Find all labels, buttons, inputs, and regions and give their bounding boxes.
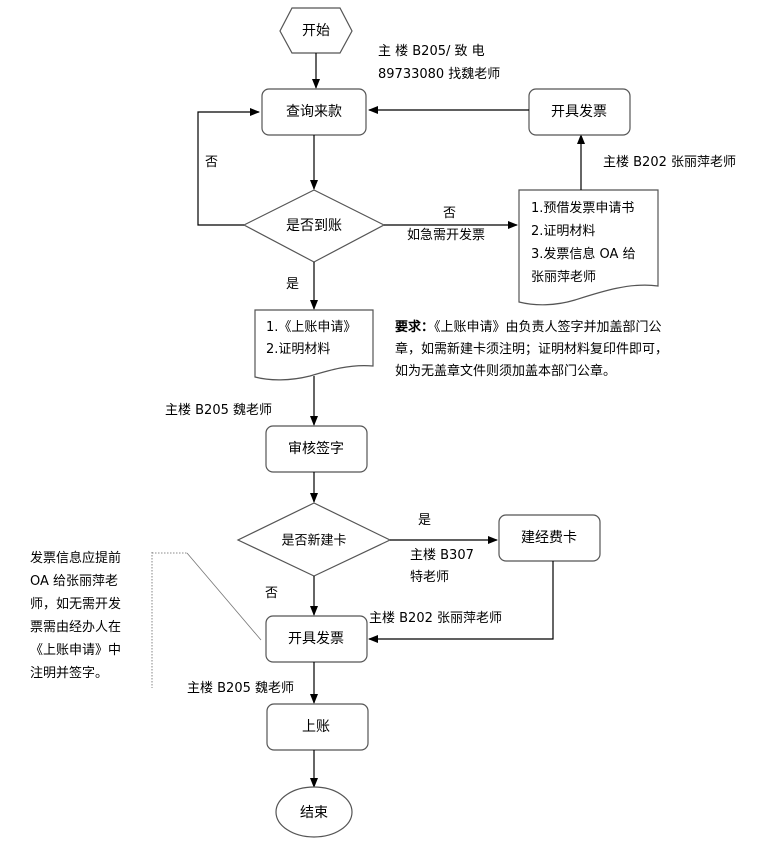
- new-card-decision-label: 是否新建卡: [281, 533, 346, 549]
- check-funds-label: 查询来款: [286, 104, 342, 120]
- urgent-invoice-label: 如急需开发票: [407, 227, 485, 243]
- requirement-line2: 章，如需新建卡须注明；证明材料复印件即可，: [395, 341, 668, 357]
- edge-create-card-to-invoice: [368, 561, 554, 643]
- post-account-label: 上账: [302, 719, 330, 735]
- start-label: 开始: [302, 23, 330, 39]
- side-note-line4: 票需由经办人在: [30, 620, 121, 635]
- side-note-line5: 《上账申请》中: [30, 643, 121, 658]
- booking-docs-node: 1.《上账申请》 2.证明材料: [254, 309, 374, 381]
- start-node: 开始: [279, 7, 353, 54]
- end-node: 结束: [275, 786, 353, 838]
- review-sign-label: 审核签字: [288, 440, 344, 457]
- invoice-top-node: 开具发票: [528, 88, 631, 136]
- contact-top-line1: 主 楼 B205/ 致 电: [378, 44, 485, 59]
- edge-no-loop-back: [197, 108, 260, 226]
- invoice-top-label: 开具发票: [551, 104, 607, 120]
- requirement-line1: 要求：《上账申请》由负责人签字并加盖部门公: [395, 319, 662, 335]
- yes-new-card-label: 是: [418, 513, 431, 528]
- requirement-text1: 《上账申请》由负责人签字并加盖部门公: [434, 319, 662, 335]
- contact-b307-line1: 主楼 B307: [410, 548, 474, 563]
- arrived-decision-node: 是否到账: [242, 189, 386, 263]
- booking-docs-line1: 1.《上账申请》: [266, 320, 356, 335]
- no-left-label: 否: [205, 155, 218, 170]
- contact-b202-bottom-label: 主楼 B202 张丽萍老师: [369, 611, 502, 626]
- post-account-node: 上账: [266, 703, 369, 751]
- no-right-label: 否: [443, 206, 456, 221]
- side-note-line6: 注明并签字。: [30, 665, 108, 681]
- invoice-docs-line1: 1.预借发票申请书: [531, 200, 634, 216]
- contact-b205-post-label: 主楼 B205 魏老师: [187, 681, 294, 696]
- side-note: 发票信息应提前 OA 给张丽萍老 师，如无需开发 票需由经办人在 《上账申请》中…: [30, 550, 121, 681]
- invoice-docs-line4: 张丽萍老师: [531, 270, 596, 285]
- invoice-bottom-label: 开具发票: [288, 631, 344, 647]
- new-card-decision-node: 是否新建卡: [236, 502, 392, 577]
- contact-b202-top-label: 主楼 B202 张丽萍老师: [603, 155, 736, 170]
- yes-down-label: 是: [286, 277, 299, 292]
- invoice-docs-line2: 2.证明材料: [531, 224, 595, 239]
- requirement-title: 要求：: [395, 319, 434, 335]
- create-card-label: 建经费卡: [521, 530, 577, 546]
- review-sign-node: 审核签字: [265, 425, 368, 473]
- requirement-line3: 如为无盖章文件则须加盖本部门公章。: [395, 363, 616, 379]
- side-note-pointer: [186, 552, 262, 641]
- contact-top-line2: 89733080 找魏老师: [378, 67, 500, 82]
- invoice-bottom-node: 开具发票: [265, 615, 368, 663]
- side-note-line3: 师，如无需开发: [30, 596, 121, 612]
- end-label: 结束: [300, 805, 328, 821]
- booking-docs-line2: 2.证明材料: [266, 342, 330, 357]
- contact-b307-line2: 特老师: [410, 570, 449, 585]
- create-card-node: 建经费卡: [498, 514, 601, 562]
- side-note-line1: 发票信息应提前: [30, 550, 121, 566]
- contact-b205-review-label: 主楼 B205 魏老师: [165, 403, 272, 418]
- side-note-line2: OA 给张丽萍老: [30, 574, 118, 589]
- arrived-decision-label: 是否到账: [286, 218, 342, 234]
- no-new-card-label: 否: [265, 586, 278, 601]
- check-funds-node: 查询来款: [261, 88, 367, 136]
- invoice-docs-node: 1.预借发票申请书 2.证明材料 3.发票信息 OA 给 张丽萍老师: [518, 189, 659, 306]
- invoice-docs-line3: 3.发票信息 OA 给: [531, 246, 636, 262]
